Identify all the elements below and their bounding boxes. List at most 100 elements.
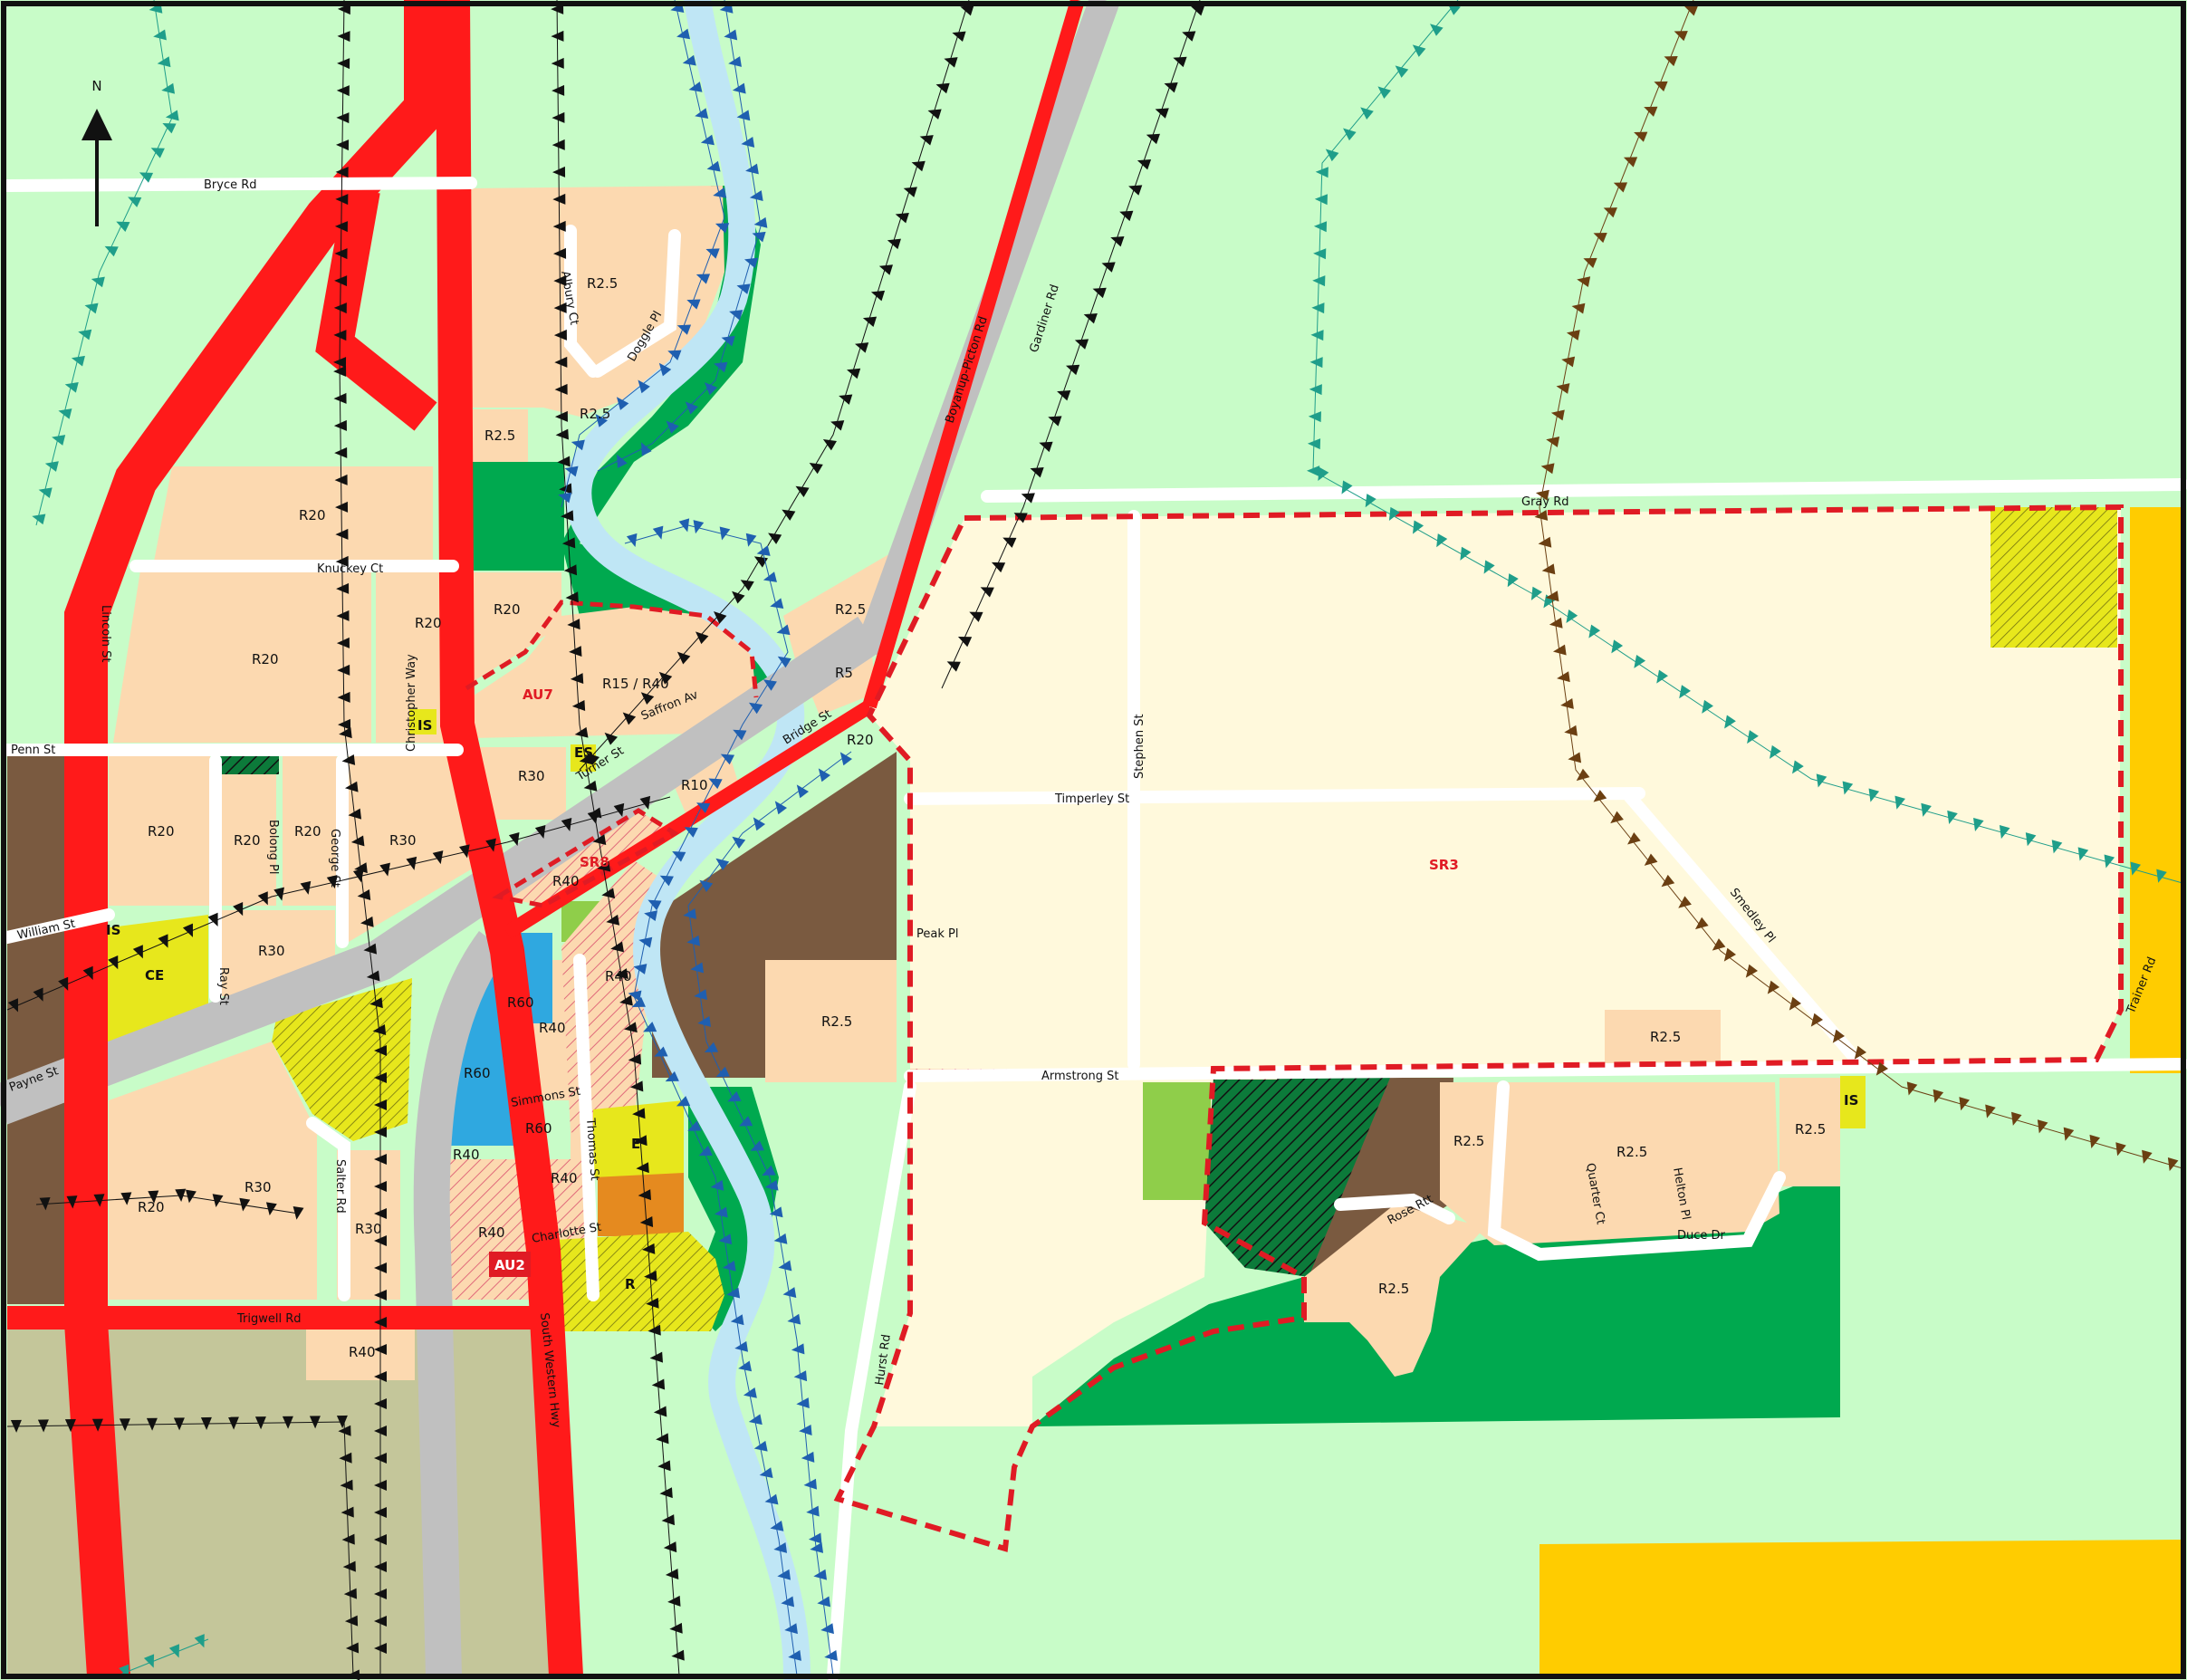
- boundary-triangle: [713, 611, 727, 624]
- zone-label-is: IS: [106, 922, 120, 938]
- zone-label: R2.5: [1650, 1029, 1681, 1045]
- boundary-triangle: [615, 968, 628, 979]
- boundary-triangle: [1767, 980, 1780, 994]
- boundary-triangle: [335, 167, 349, 178]
- boundary-triangle: [1560, 697, 1574, 709]
- zone-label: R2.5: [1378, 1281, 1409, 1297]
- primary-road-boyanup-picton: [862, 0, 1085, 709]
- boundary-triangle: [161, 82, 176, 94]
- boundary-triangle: [895, 212, 909, 224]
- label-armstrong-st: Armstrong St: [1041, 1070, 1119, 1083]
- boundary-triangle: [768, 533, 782, 544]
- boundary-triangle: [350, 835, 365, 847]
- boundary-triangle: [667, 1595, 681, 1607]
- boundary-triangle: [336, 112, 350, 124]
- boundary-triangle: [1483, 560, 1495, 574]
- boundary-triangle: [830, 420, 845, 431]
- boundary-triangle: [1566, 330, 1580, 341]
- boundary-triangle: [1724, 715, 1736, 729]
- road-rose: [1334, 1193, 1455, 1224]
- boundary-triangle: [669, 1622, 683, 1634]
- boundary-triangle: [793, 1370, 808, 1382]
- residential-r30-george: [349, 756, 471, 942]
- boundary-triangle: [1747, 730, 1759, 744]
- boundary-triangle: [1313, 221, 1328, 233]
- hatched-green-area: [1204, 1078, 1390, 1277]
- boundary-triangle: [649, 1351, 664, 1363]
- label-christopher-way: Christopher Way: [405, 654, 418, 752]
- boundary-triangle: [1593, 233, 1607, 244]
- boundary-triangle: [795, 485, 810, 498]
- north-arrow-label: N: [91, 78, 101, 94]
- boundary-triangle: [1534, 509, 1549, 521]
- boundary-triangle: [935, 82, 950, 94]
- boundary-triangle: [683, 908, 697, 919]
- boundary-triangle: [552, 193, 566, 205]
- zone-label-is: IS: [417, 717, 432, 734]
- boundary-triangle: [801, 1451, 815, 1463]
- boundary-triangle: [745, 163, 759, 175]
- zone-label-is: IS: [1844, 1092, 1858, 1109]
- boundary-triangle: [1875, 1061, 1889, 1076]
- boundary-triangle: [239, 1197, 251, 1212]
- boundary-triangle: [1308, 411, 1321, 423]
- boundary-triangle: [686, 935, 701, 946]
- boundary-triangle: [619, 994, 633, 1006]
- boundary-triangle: [1568, 752, 1582, 763]
- boundary-triangle: [552, 139, 565, 150]
- scheme-boundary-sr3: [833, 504, 2124, 1552]
- boundary-triangle: [335, 501, 349, 513]
- boundary-triangle: [1074, 339, 1089, 350]
- zone-label-es: ES: [574, 744, 593, 761]
- boundary-triangle: [695, 274, 711, 284]
- boundary-triangle: [782, 509, 796, 521]
- minor-roads: [1, 177, 2187, 1680]
- boundary-triangle: [729, 310, 743, 321]
- boundary-triangle: [753, 817, 766, 831]
- zone-label: R5: [835, 665, 853, 681]
- triangle-line-11: [35, 0, 173, 526]
- boundary-triangle: [374, 1072, 387, 1083]
- zone-label: R20: [148, 823, 175, 840]
- boundary-triangle: [552, 84, 565, 96]
- boundary-triangle: [554, 356, 568, 368]
- boundary-triangle: [7, 998, 18, 1013]
- special-label-sr8: SR8: [580, 854, 609, 870]
- boundary-triangle: [715, 1066, 730, 1078]
- zone-label: R20: [138, 1199, 165, 1215]
- label-gray-rd: Gray Rd: [1521, 495, 1569, 509]
- boundary-triangle: [33, 987, 43, 1002]
- boundary-triangle: [809, 462, 823, 475]
- boundary-triangle: [2142, 1149, 2153, 1164]
- boundary-triangle: [1603, 207, 1617, 218]
- boundary-triangle: [58, 408, 72, 419]
- boundary-triangle: [363, 943, 378, 955]
- boundary-triangle: [374, 1317, 387, 1328]
- boundary-triangle: [343, 1588, 358, 1599]
- boundary-triangle: [787, 1313, 801, 1325]
- boundary-triangle: [763, 571, 777, 582]
- residential-bridge-r25: [783, 552, 901, 666]
- boundary-triangle: [1137, 159, 1152, 170]
- boundary-triangle: [700, 134, 715, 146]
- boundary-triangle: [1674, 31, 1688, 42]
- boundary-triangle: [552, 220, 566, 232]
- boundary-triangle: [139, 172, 154, 183]
- boundary-triangle: [1561, 356, 1576, 368]
- boundary-triangle: [638, 379, 650, 394]
- boundary-triangle: [769, 1206, 783, 1218]
- boundary-triangle: [64, 1419, 76, 1433]
- boundary-triangle: [817, 1596, 831, 1608]
- boundary-triangle: [770, 598, 784, 610]
- special-label-sr3: SR3: [1429, 857, 1459, 873]
- triangle-line-14: [1539, 0, 2183, 1169]
- boundary-triangle: [551, 57, 564, 69]
- boundary-triangle: [658, 671, 673, 685]
- boundary-triangle: [565, 591, 579, 603]
- boundary-triangle: [695, 108, 709, 119]
- boundary-triangle: [1545, 590, 1559, 602]
- boundary-triangle: [705, 248, 720, 259]
- residential-r20-au7: [462, 572, 561, 688]
- boundary-triangle: [638, 936, 653, 948]
- boundary-triangle: [233, 902, 244, 917]
